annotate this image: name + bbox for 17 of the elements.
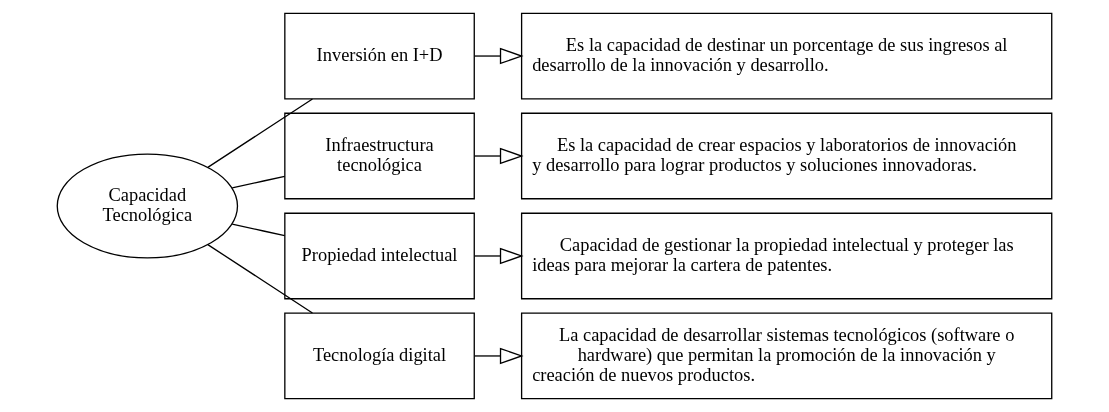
node-box: Inversión en I+D [284,12,475,100]
node-box: Tecnología digital [284,312,475,400]
node-ellipse: Capacidad Tecnológica [56,153,239,259]
arrow [474,247,524,265]
connector [207,98,314,169]
arrow [474,347,524,365]
connector [231,175,286,189]
node-box: Propiedad intelectual [284,212,475,300]
arrow [474,147,524,165]
node-box: La capacidad de desarrollar sistemas tecnológicos (software o hardware) que permitan la promoción de la innovación y creación de nuevos productos. [520,312,1053,400]
connector [231,223,286,237]
connector [207,243,314,314]
node-box: Infraestructura tecnológica [284,112,475,200]
node-box: Capacidad de gestionar la propiedad intelectual y proteger las ideas para mejorar la cartera de patentes. [520,212,1053,300]
node-box: Es la capacidad de crear espacios y laboratorios de innovación y desarrollo para lograr productos y soluciones innovadoras. [520,112,1053,200]
arrow [474,47,524,65]
node-box: Es la capacidad de destinar un porcentage de sus ingresos al desarrollo de la innovación y desarrollo. [520,12,1053,100]
